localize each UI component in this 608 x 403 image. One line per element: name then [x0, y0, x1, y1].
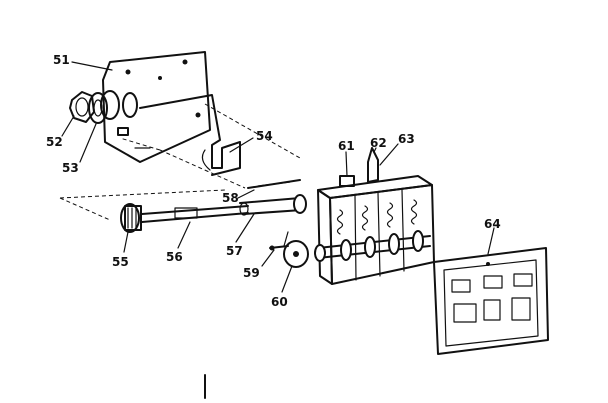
part-60-index-plate [283, 231, 309, 268]
callout-55: 55 [112, 255, 129, 269]
part-51-mounting-plate [100, 51, 211, 163]
part-54-bracket [119, 94, 301, 189]
callout-64: 64 [484, 217, 501, 231]
callout-59: 59 [243, 266, 260, 280]
callout-53: 53 [62, 161, 79, 175]
callout-58: 58 [222, 191, 239, 205]
part-57-cam [239, 194, 307, 216]
part-53-washer [88, 92, 108, 124]
callout-60: 60 [271, 295, 288, 309]
callout-52: 52 [46, 135, 63, 149]
part-62-terminal [367, 147, 379, 183]
part-59-screw [269, 245, 289, 251]
part-58-pin [247, 179, 301, 189]
switch-body [314, 147, 435, 285]
leader-lines [61, 61, 495, 293]
callout-63: 63 [398, 132, 415, 146]
callout-61: 61 [338, 139, 355, 153]
part-64-cover [433, 247, 549, 355]
callout-56: 56 [166, 250, 183, 264]
part-56-shaft [141, 205, 249, 223]
callout-57: 57 [226, 244, 243, 258]
callout-62: 62 [370, 136, 387, 150]
callout-54: 54 [256, 129, 273, 143]
callout-labels: 51 52 53 54 55 56 57 58 59 60 61 62 63 6… [46, 53, 501, 309]
callout-51: 51 [53, 53, 70, 67]
part-55-knob [59, 189, 226, 233]
